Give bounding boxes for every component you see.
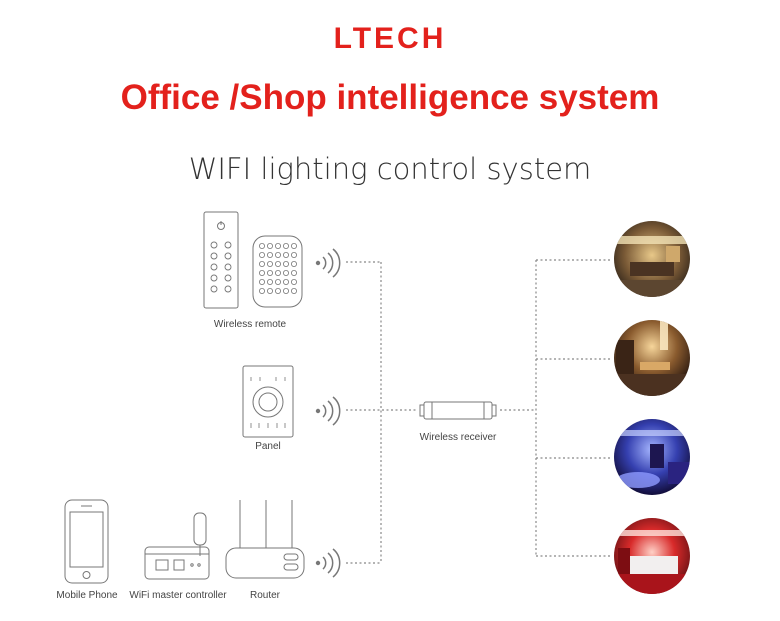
remote-icon (203, 211, 239, 309)
receiver-icon (419, 401, 497, 420)
wifi-signal-icon (315, 396, 341, 426)
wifi-master-controller-label: WiFi master controller (129, 590, 227, 601)
router-icon (225, 500, 305, 579)
scene-photo (614, 221, 690, 297)
panel-icon (242, 365, 294, 438)
scene-photo (614, 518, 690, 594)
page-subtitle: WIFI lighting control system (188, 152, 592, 186)
wifi-signal-icon (315, 248, 341, 278)
page-headline: Office /Shop intelligence system (120, 78, 660, 117)
phone-icon (64, 499, 109, 584)
wifi-signal-icon (315, 548, 341, 578)
wireless-receiver-label: Wireless receiver (419, 432, 497, 443)
wireless-remote-label: Wireless remote (213, 319, 287, 330)
scene-photo (614, 419, 690, 495)
mobile-phone-label: Mobile Phone (56, 590, 118, 601)
router-label: Router (249, 590, 280, 601)
panel-label: Panel (255, 441, 281, 452)
scene-photo (614, 320, 690, 396)
connection-lines (346, 259, 612, 564)
controller-icon (144, 512, 210, 580)
brand-logo: LTECH (333, 22, 447, 55)
remote-icon (252, 235, 303, 308)
